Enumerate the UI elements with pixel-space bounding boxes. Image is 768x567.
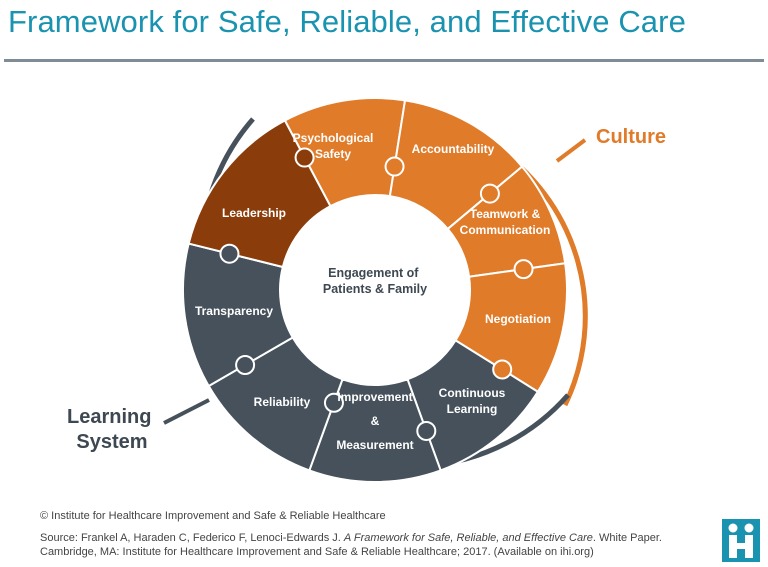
segment-label-line: Learning (447, 402, 498, 416)
page-title: Framework for Safe, Reliable, and Effect… (8, 4, 686, 39)
svg-text:Learning System: Learning System (67, 406, 157, 453)
source-title: A Framework for Safe, Reliable, and Effe… (343, 532, 593, 544)
segment-label-line: Transparency (195, 304, 273, 318)
copyright-notice: © Institute for Healthcare Improvement a… (40, 510, 386, 522)
segment-label-line: Teamwork & (470, 207, 541, 221)
segment-label-reliab: Reliability (254, 395, 311, 409)
ihi-logo-icon (722, 519, 760, 562)
segment-label-line: Communication (460, 223, 551, 237)
puzzle-knob (416, 420, 437, 441)
svg-text:Engagement of Patients & F: Engagement of Patients & Family (323, 266, 427, 296)
puzzle-knob (235, 355, 256, 375)
segment-label-line: Safety (315, 147, 351, 161)
segment-label-team: Teamwork & Communication (460, 207, 551, 237)
title-divider (4, 59, 764, 62)
segment-label-line: Psychological (293, 131, 374, 145)
puzzle-knob (492, 359, 513, 380)
puzzle-knob (219, 243, 240, 264)
puzzle-knob (479, 183, 500, 204)
source-prefix: Source: Frankel A, Haraden C, Federico F… (40, 532, 344, 544)
segment-label-line: Reliability (254, 395, 311, 409)
source-suffix: . White Paper. Cambridge, MA: Institute … (40, 532, 662, 558)
segment-label-line: Continuous (439, 386, 506, 400)
segment-label-line: Negotiation (485, 312, 551, 326)
culture-label: Culture (596, 126, 666, 148)
source-citation: Source: Frankel A, Haraden C, Federico F… (40, 531, 690, 559)
puzzle-knob (513, 259, 534, 280)
segment-label-line: Improvement (337, 390, 412, 404)
segment-label-line: Measurement (336, 438, 413, 452)
puzzle-knob (384, 156, 405, 177)
segment-label-line: & (371, 414, 380, 428)
learning-system-label-line2: System (76, 431, 147, 453)
learning-system-label-line1: Learning (67, 406, 151, 428)
segment-label-line: Leadership (222, 206, 286, 220)
puzzle-knob (323, 392, 344, 413)
culture-leader-line (555, 138, 587, 163)
segment-label-lead: Leadership (222, 206, 286, 220)
learning-system-leader-line (163, 398, 210, 425)
segment-label-line: Accountability (412, 142, 495, 156)
segment-label-neg: Negotiation (485, 312, 551, 326)
segment-label-transp: Transparency (195, 304, 273, 318)
center-label-line2: Patients & Family (323, 282, 427, 296)
segment-label-improve: Improvement & Measurement (336, 390, 413, 452)
center-disc (280, 195, 470, 385)
puzzle-knob (294, 147, 315, 168)
center-label-line1: Engagement of (328, 266, 419, 280)
segment-label-account: Accountability (412, 142, 495, 156)
